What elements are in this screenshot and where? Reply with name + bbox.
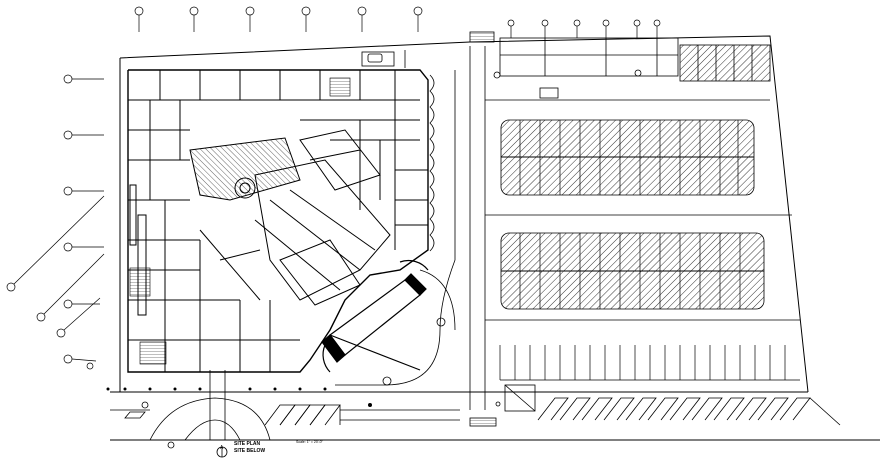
grid-bubbles-right (507, 19, 661, 38)
site-roads (469, 46, 800, 410)
landscaping (429, 70, 456, 331)
entrance-canopy (321, 259, 429, 373)
drawing-subtitle: SITE BELOW (234, 448, 265, 454)
grid-bubble (189, 6, 199, 32)
title-bubble-number: A (220, 445, 224, 451)
title-block: A SITE PLAN SITE BELOW Scale: 1" = 20'-0… (216, 440, 324, 458)
grid-bubble (86, 362, 94, 370)
boundary-markers (106, 387, 372, 407)
building-stairs (129, 77, 351, 365)
grid-bubble (413, 6, 423, 32)
grid-bubble (245, 6, 255, 32)
grid-bubbles-left (6, 74, 105, 370)
grid-bubble (63, 354, 97, 364)
grid-bubble (63, 299, 100, 309)
parking-structure-top (499, 37, 771, 99)
parking-lot-lower (500, 232, 765, 310)
entrance-drive (335, 269, 456, 386)
grid-bubble (134, 6, 144, 32)
street-parking-left (264, 404, 460, 426)
grid-bubble (301, 6, 311, 32)
grid-bubble (63, 186, 104, 196)
drawing-title: SITE PLAN (234, 441, 261, 447)
atrium (189, 129, 391, 306)
grid-bubble-diagonal (36, 253, 105, 322)
street-parking-right (537, 397, 841, 426)
grid-bubble (357, 6, 367, 32)
top-driveway (361, 31, 495, 68)
scale-note: Scale: 1" = 20'-0" (296, 440, 324, 444)
gate (469, 384, 536, 427)
street-curve (110, 370, 271, 449)
parking-stalls-bottom (499, 345, 800, 381)
main-building (127, 69, 429, 373)
grid-bubble (63, 130, 104, 140)
parking-stall-dividers-lower (519, 233, 741, 309)
parking-lot-upper (500, 119, 755, 196)
grid-bubble (63, 74, 104, 84)
parking-stall-dividers-upper (519, 120, 739, 195)
property-line (110, 35, 880, 441)
grid-bubble-diagonal (6, 195, 105, 292)
grid-bubble (63, 242, 104, 252)
grid-bubble-diagonal (56, 297, 101, 338)
grid-bubbles-top (134, 6, 423, 32)
